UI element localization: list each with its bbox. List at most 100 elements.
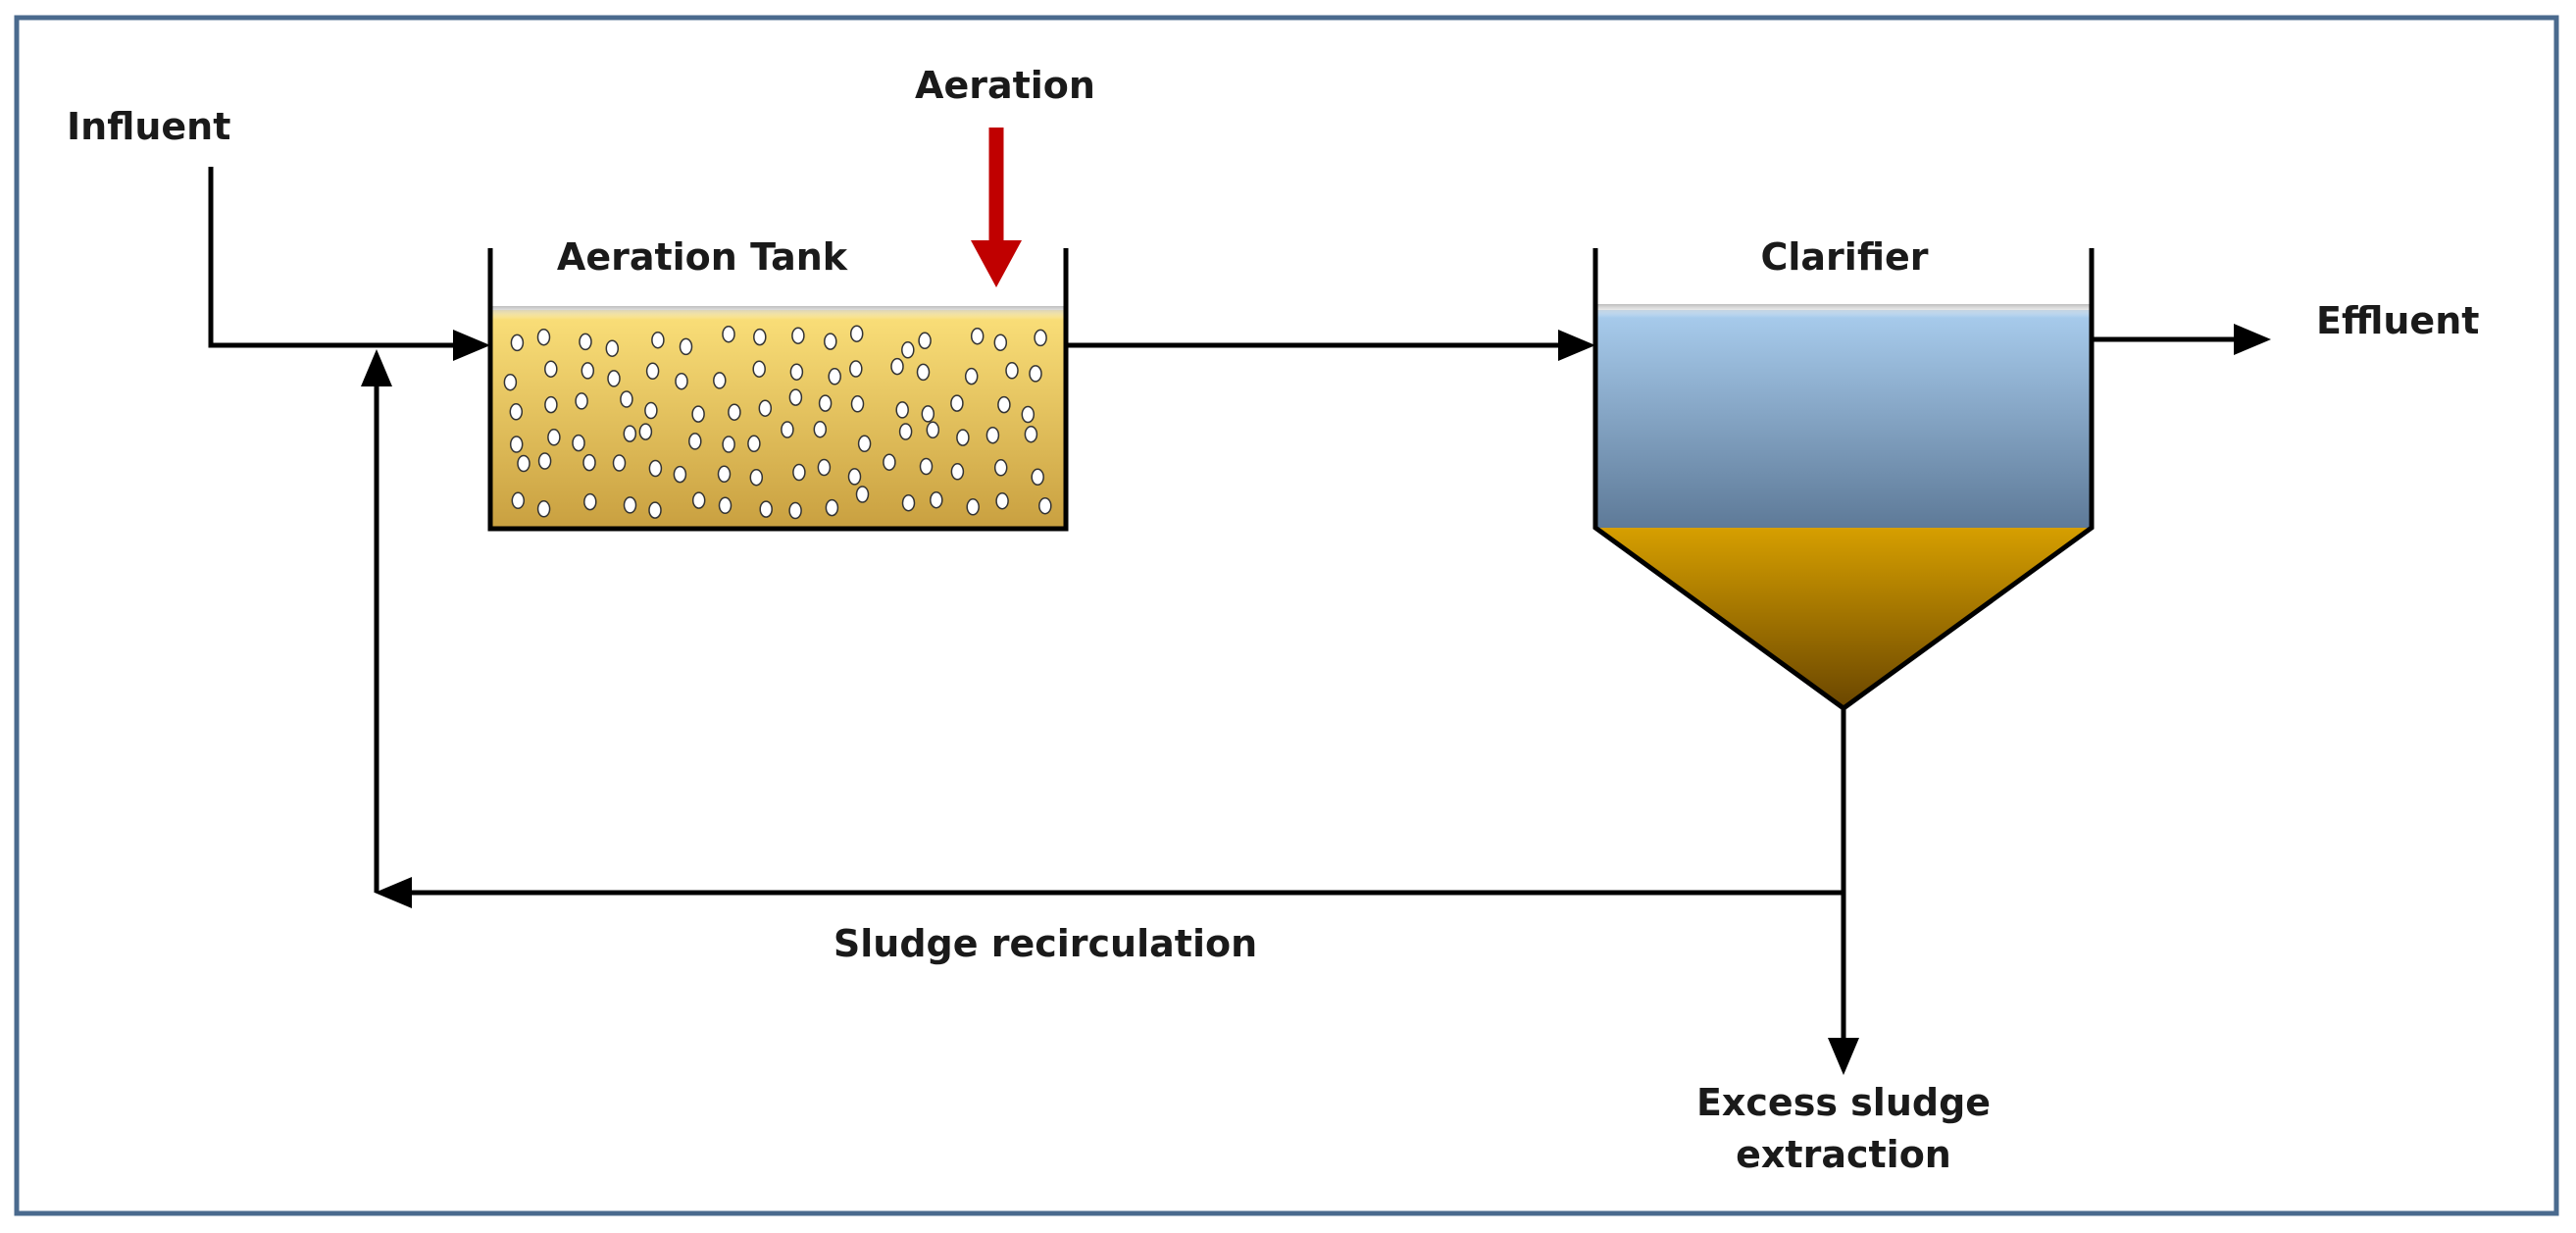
air-bubble (1021, 405, 1035, 424)
aeration-tank-surface (490, 306, 1066, 320)
air-bubble (789, 363, 804, 381)
air-bubble (857, 435, 872, 453)
air-bubble (781, 421, 794, 438)
air-bubble (901, 493, 916, 512)
air-bubbles (503, 325, 1052, 520)
air-bubble (824, 333, 837, 350)
air-bubble (575, 392, 588, 410)
air-bubble (847, 468, 862, 486)
air-bubble (717, 465, 732, 484)
air-bubble (517, 454, 530, 473)
clarifier-surface (1595, 304, 2092, 318)
air-bubble (713, 372, 727, 389)
air-bubble (916, 363, 931, 382)
air-bubble (544, 360, 558, 378)
air-bubble (638, 423, 653, 440)
excess-sludge-label-line1: Excess sludge (1696, 1081, 1991, 1124)
air-bubble (749, 468, 764, 487)
aeration-label: Aeration (915, 64, 1095, 107)
air-bubble (607, 370, 621, 387)
air-bubble (509, 403, 524, 421)
air-bubble (509, 436, 524, 453)
sludge-recirculation-label: Sludge recirculation (833, 922, 1257, 965)
air-bubble (623, 425, 637, 442)
air-bubble (547, 429, 561, 446)
air-bubble (691, 491, 706, 509)
air-bubble (1005, 362, 1019, 380)
air-bubble (850, 395, 865, 413)
air-bubble (582, 453, 596, 472)
air-bubble (537, 452, 552, 470)
air-bubble (644, 401, 658, 420)
air-bubble (612, 454, 627, 472)
air-bubble (788, 501, 802, 520)
return-riser-arrowhead (361, 349, 392, 386)
air-bubble (722, 436, 735, 453)
air-bubble (1029, 365, 1042, 383)
air-bubble (791, 327, 805, 344)
air-bubble (579, 333, 592, 351)
air-bubble (788, 388, 803, 406)
air-bubble (1034, 329, 1047, 347)
air-bubble (673, 465, 687, 484)
air-bubble (679, 337, 693, 356)
air-bubble (855, 486, 870, 503)
air-bubble (950, 463, 965, 481)
air-bubble (997, 395, 1011, 414)
aeration-tank-label: Aeration Tank (557, 235, 848, 279)
air-bubble (623, 496, 637, 514)
air-bubble (898, 423, 913, 440)
air-bubble (572, 434, 585, 452)
air-bubble (758, 399, 773, 417)
aeration-tank-walls (487, 248, 1069, 532)
air-bubble (688, 433, 702, 450)
air-bubble (993, 459, 1008, 477)
air-bubble (536, 328, 551, 346)
clarifier-water (1595, 310, 2092, 528)
air-bubble (648, 459, 663, 478)
clarifier (1592, 248, 2095, 712)
air-bubble (890, 357, 904, 376)
air-bubble (536, 500, 551, 518)
air-bubble (753, 328, 767, 346)
air-bubble (511, 491, 526, 510)
air-bubble (581, 362, 595, 380)
excess-sludge-label-line2: extraction (1736, 1133, 1951, 1176)
air-bubble (645, 362, 660, 381)
air-bubble (675, 372, 688, 390)
air-bubble (918, 332, 932, 350)
air-bubble (752, 360, 766, 378)
air-bubble (901, 341, 915, 359)
air-bubble (993, 334, 1008, 351)
air-bubble (970, 327, 985, 345)
air-bubble (849, 325, 864, 342)
outer-frame (14, 15, 2559, 1216)
air-bubble (651, 331, 665, 349)
air-bubble (1038, 496, 1052, 515)
recirculation-arrowhead (375, 877, 412, 908)
air-bubble (818, 394, 833, 412)
air-bubble (691, 405, 705, 423)
air-bubble (895, 401, 909, 419)
air-bubble (964, 367, 979, 385)
clarifier-label: Clarifier (1761, 235, 1929, 279)
air-bubble (722, 325, 735, 343)
effluent-arrowhead (2234, 324, 2271, 355)
air-bubble (718, 496, 732, 515)
air-bubble (648, 501, 662, 519)
air-bubble (995, 491, 1009, 510)
air-bubble (883, 453, 896, 471)
influent-label: Influent (67, 105, 230, 148)
effluent-label: Effluent (2316, 299, 2479, 342)
air-bubble (966, 498, 980, 516)
air-bubble (813, 420, 828, 438)
air-bubble (825, 498, 839, 517)
air-bubble (1031, 468, 1044, 487)
air-bubble (930, 490, 943, 509)
air-bubble (828, 368, 841, 385)
air-bubble (921, 405, 935, 423)
air-bubble (985, 426, 1000, 444)
influent-arrowhead (453, 330, 490, 361)
